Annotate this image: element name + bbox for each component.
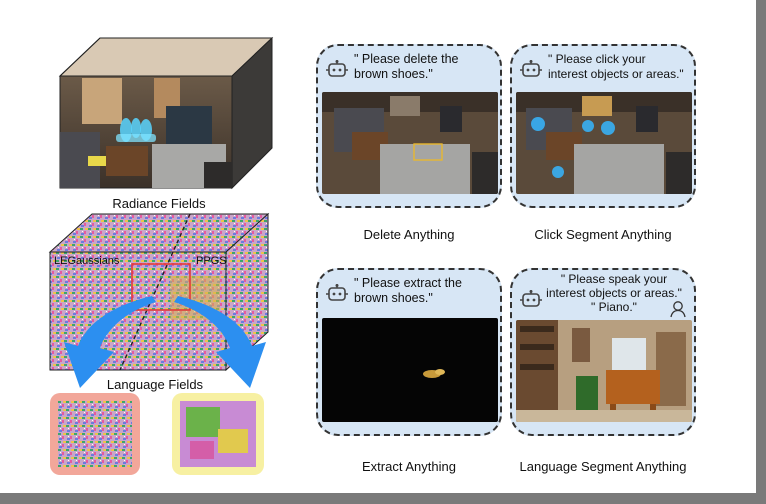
radiance-fields-caption: Radiance Fields xyxy=(112,196,206,211)
extract-scene-image xyxy=(322,318,498,422)
speak-prompt: " Please speak your interest objects or … xyxy=(540,272,688,314)
ppgs-feature-thumb xyxy=(172,393,264,475)
delete-prompt-line1: " Please delete the xyxy=(354,52,459,66)
click-prompt: " Please click your interest objects or … xyxy=(548,52,688,82)
robot-icon xyxy=(520,60,542,77)
extract-prompt-line1: " Please extract the xyxy=(354,276,462,290)
arrow-left-icon xyxy=(64,296,156,388)
card-extract-anything: " Please extract the brown shoes." xyxy=(316,268,502,436)
speak-prompt-line3: " Piano." xyxy=(591,300,637,314)
delete-prompt-line2: brown shoes." xyxy=(354,67,433,81)
click-scene-image xyxy=(516,92,692,194)
robot-icon xyxy=(520,290,542,307)
speak-scene-image xyxy=(516,320,692,422)
click-segment-anything-caption: Click Segment Anything xyxy=(534,227,672,242)
card-click-segment-anything: " Please click your interest objects or … xyxy=(510,44,696,208)
click-prompt-line2: interest objects or areas." xyxy=(548,67,684,81)
click-prompt-line1: " Please click your xyxy=(548,52,646,66)
language-fields-caption: Language Fields xyxy=(106,377,204,392)
extract-prompt-line2: brown shoes." xyxy=(354,291,433,305)
extract-prompt: " Please extract the brown shoes." xyxy=(354,276,494,306)
frame-border-bottom xyxy=(0,493,766,504)
speak-prompt-line1: " Please speak your xyxy=(560,272,668,286)
card-language-segment-anything: " Please speak your interest objects or … xyxy=(510,268,696,436)
card-delete-anything: " Please delete the brown shoes." xyxy=(316,44,502,208)
delete-prompt: " Please delete the brown shoes." xyxy=(354,52,494,82)
ppgs-label: PPGS xyxy=(196,255,227,267)
legaussians-label: LEGaussians xyxy=(54,255,120,267)
robot-icon xyxy=(326,60,348,77)
delete-scene-image xyxy=(322,92,498,194)
speak-prompt-line2: interest objects or areas." xyxy=(546,286,682,300)
language-segment-anything-caption: Language Segment Anything xyxy=(519,459,687,474)
robot-icon xyxy=(326,284,348,301)
legaussians-feature-thumb xyxy=(50,393,140,475)
user-icon xyxy=(670,301,686,318)
highlight-box xyxy=(131,263,191,311)
extract-anything-caption: Extract Anything xyxy=(362,459,456,474)
radiance-fields-cube xyxy=(58,36,274,190)
frame-border-right xyxy=(756,0,766,504)
glow-highlight xyxy=(116,118,156,142)
arrow-right-icon xyxy=(174,296,266,388)
click-markers xyxy=(531,117,615,178)
delete-anything-caption: Delete Anything xyxy=(363,227,455,242)
